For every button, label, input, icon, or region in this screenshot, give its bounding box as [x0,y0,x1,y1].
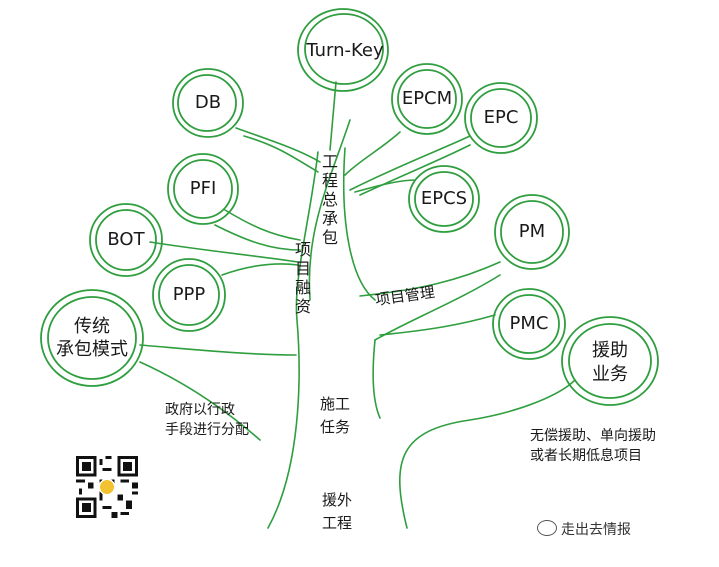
note-aid-1: 无偿援助、单向援助 [530,428,656,444]
trunk-mid-left [308,119,351,301]
label-aid-1: 援助 [592,340,628,361]
branch-db [235,127,321,163]
label-epc-general: 工程总承包 [321,152,338,247]
label-ppp: PPP [172,284,206,305]
label-foreign-aid-2: 工程 [321,514,352,532]
label-traditional-1: 传统 [74,316,110,337]
node-epc [464,82,538,154]
label-pmc: PMC [509,313,549,334]
branch-ppp [221,263,299,276]
node-pmc [492,288,566,360]
label-aid-2: 业务 [592,364,628,385]
label-bot: BOT [107,229,145,250]
chat-bubble-icon [537,520,557,536]
node-db [172,68,244,138]
branch-turnkey [329,81,337,151]
node-pm [494,194,570,270]
branch-pmc [379,314,496,336]
trunk-right-edge [399,379,576,529]
label-project-finance: 项目融资 [294,240,311,316]
branch-epc [349,135,471,191]
node-bot [89,203,163,277]
node-turnkey [297,8,389,92]
label-pfi: PFI [189,178,217,199]
label-db: DB [194,92,222,113]
branch-pfi [224,209,301,241]
node-pfi [167,153,239,225]
note-aid-2: 或者长期低息项目 [530,448,642,464]
label-pm: PM [518,221,546,242]
branch-epcs [354,179,416,193]
node-aid [561,316,659,406]
brand-label: 走出去情报 [561,522,631,538]
qr-code-icon [76,456,138,518]
branch-traditional [139,344,297,356]
node-epcs [408,165,480,233]
node-traditional [40,289,144,387]
label-construction-2: 任务 [319,418,350,436]
trunk-mid-right [342,147,376,301]
label-epcm: EPCM [401,88,453,109]
branch-bot [149,241,299,263]
note-gov-1: 政府以行政 [165,402,235,418]
label-epcs: EPCS [420,188,468,209]
label-foreign-aid-1: 援外 [321,491,352,509]
label-construction-1: 施工 [319,395,350,413]
branch-pm [359,261,501,297]
trunk-left-edge [267,151,319,529]
label-traditional-2: 承包模式 [56,339,128,360]
label-epc: EPC [483,107,519,128]
node-ppp [152,258,226,332]
note-gov-2: 手段进行分配 [165,422,249,438]
branch-epcm [344,131,401,176]
node-epcm [391,63,463,135]
label-turnkey: Turn-Key [306,40,384,61]
brand-watermark: 走出去情报 [537,519,631,539]
